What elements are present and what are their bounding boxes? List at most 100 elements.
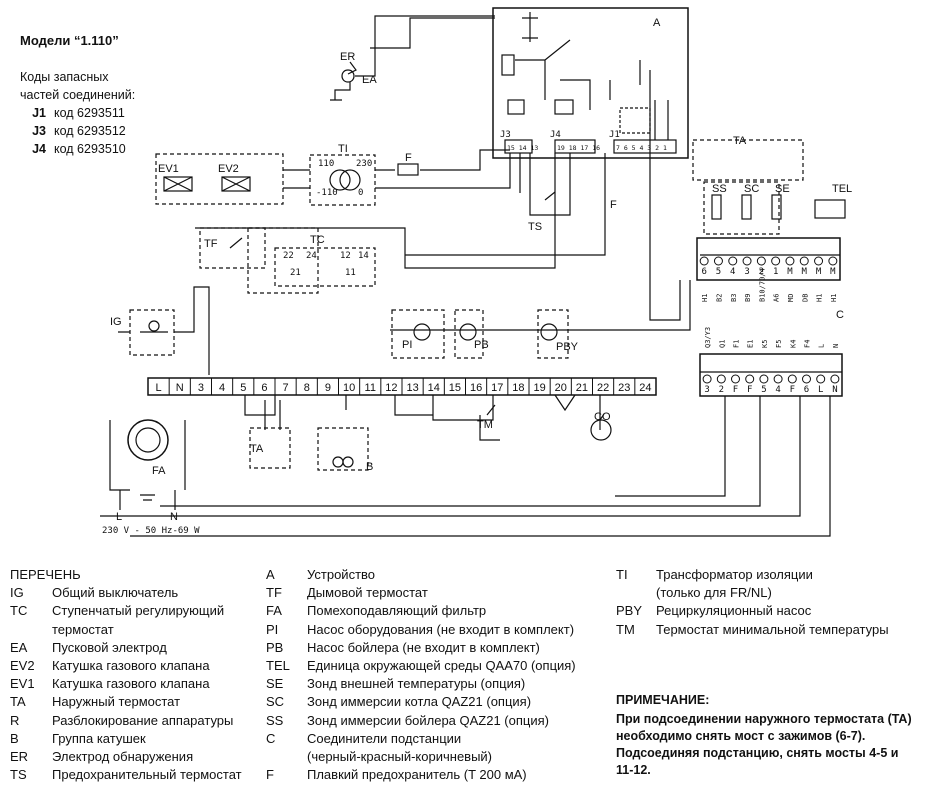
legend-code: FA: [266, 603, 282, 619]
block-pin-label: K5: [761, 340, 769, 348]
legend-item: SE Зонд внешней температуры (опция): [266, 675, 576, 693]
terminal-label: 5: [240, 382, 246, 394]
label-fa: FA: [152, 465, 166, 477]
legend-text: Единица окружающей среды QAA70 (опция): [307, 658, 576, 674]
legend-code: SE: [266, 676, 284, 692]
block-pin-label: E1: [747, 340, 755, 348]
label-ta-lower: TA: [250, 443, 264, 455]
terminal-label: L: [156, 382, 162, 394]
label-pi: PI: [402, 339, 412, 351]
block-pin: M: [802, 267, 808, 277]
legend-text: (черный-красный-коричневый): [307, 749, 493, 765]
legend-item: FA Помехоподавляющий фильтр: [266, 602, 576, 620]
tc-pin-24: 24: [306, 251, 317, 261]
legend-text: Общий выключатель: [52, 585, 179, 601]
legend-text: Зонд внешней температуры (опция): [307, 676, 526, 692]
ti-pin-0: 0: [358, 188, 363, 198]
legend-text: Плавкий предохранитель (T 200 мА): [307, 767, 527, 783]
label-power-n: N: [170, 511, 178, 523]
legend-text: Катушка газового клапана: [52, 676, 210, 692]
block-pin: 6: [701, 267, 706, 277]
block-pin: F: [747, 385, 752, 395]
terminal-label: 6: [261, 382, 267, 394]
legend-code: R: [10, 712, 20, 728]
connector-j1: [613, 139, 677, 154]
terminal-screw: [728, 256, 738, 266]
legend-text: Ступенчатый регулирующий: [52, 603, 225, 619]
block-pin-label: Q3/Y3: [704, 327, 712, 348]
legend-code: C: [266, 730, 276, 746]
legend-text: Трансформатор изоляции: [656, 567, 813, 582]
legend-text: Соединители подстанции: [307, 730, 462, 746]
label-tc: TC: [310, 234, 325, 246]
label-tel: TEL: [832, 183, 852, 195]
block-pin-label: B3: [730, 294, 738, 302]
block-pin: 5: [761, 385, 766, 395]
block-pin-label: MD: [787, 294, 795, 302]
legend-text: Устройство: [307, 567, 376, 582]
block-pin: N: [832, 385, 837, 395]
block-pin-label: H1: [816, 294, 824, 302]
label-se: SE: [775, 183, 790, 195]
legend-item: C Соединители подстанции: [266, 730, 576, 748]
label-sc: SC: [744, 183, 759, 195]
bottom-terminal-block: [699, 353, 843, 397]
note-text: При подсоединении наружного термостата (…: [616, 712, 912, 777]
block-pin: 2: [719, 385, 724, 395]
block-pin-label: L: [818, 344, 826, 348]
ti-pin-m110: -110: [316, 188, 338, 198]
label-pby: PBY: [556, 341, 579, 353]
connector-j4: [554, 139, 596, 154]
legend-code: [616, 584, 656, 602]
codes-title-2: частей соединений:: [20, 88, 136, 102]
terminal-label: 11: [365, 382, 376, 394]
label-ev2: EV2: [218, 163, 239, 175]
block-pin-label: B9: [744, 294, 752, 302]
terminal-label: 16: [470, 382, 482, 394]
block-pin-label: F1: [733, 340, 741, 348]
terminal-screw: [787, 374, 797, 384]
legend-item: (черный-красный-коричневый): [266, 748, 576, 766]
j3-pins: 15 14 13: [507, 144, 538, 152]
legend-text: Помехоподавляющий фильтр: [307, 603, 487, 619]
terminal-label: 8: [304, 382, 310, 394]
block-pin-label: N: [832, 344, 840, 348]
legend-text: термостат: [52, 621, 114, 637]
block-pin: 4: [775, 385, 780, 395]
tc-pin-12: 12: [340, 251, 351, 261]
legend-code: TM: [616, 621, 635, 637]
j1-pins: 7 6 5 4 3 2 1: [616, 144, 667, 152]
terminal-screw: [759, 374, 769, 384]
legend-item: термостат: [10, 621, 242, 639]
tc-pin-22: 22: [283, 251, 294, 261]
tc-box: [274, 247, 376, 287]
label-pb: PB: [474, 339, 489, 351]
terminal-screw: [771, 256, 781, 266]
legend-code: PBY: [616, 603, 643, 619]
label-j4: J4: [550, 130, 561, 140]
ta-external-box: [692, 139, 804, 181]
block-pin: M: [816, 267, 822, 277]
legend-code: TA: [10, 694, 26, 710]
terminal-label: 18: [512, 382, 524, 394]
note-block: ПРИМЕЧАНИЕ: При подсоединении наружного …: [616, 692, 916, 779]
note-title: ПРИМЕЧАНИЕ:: [616, 693, 710, 707]
terminal-label: 24: [639, 382, 651, 394]
terminal-screw: [702, 374, 712, 384]
codes-title-1: Коды запасных: [20, 70, 109, 84]
legend-code: [266, 748, 307, 766]
terminal-label: 9: [325, 382, 331, 394]
block-pin-label: B10/70/4: [758, 268, 766, 302]
legend-text: Предохранительный термостат: [52, 767, 242, 783]
legend-code: ER: [10, 749, 29, 765]
